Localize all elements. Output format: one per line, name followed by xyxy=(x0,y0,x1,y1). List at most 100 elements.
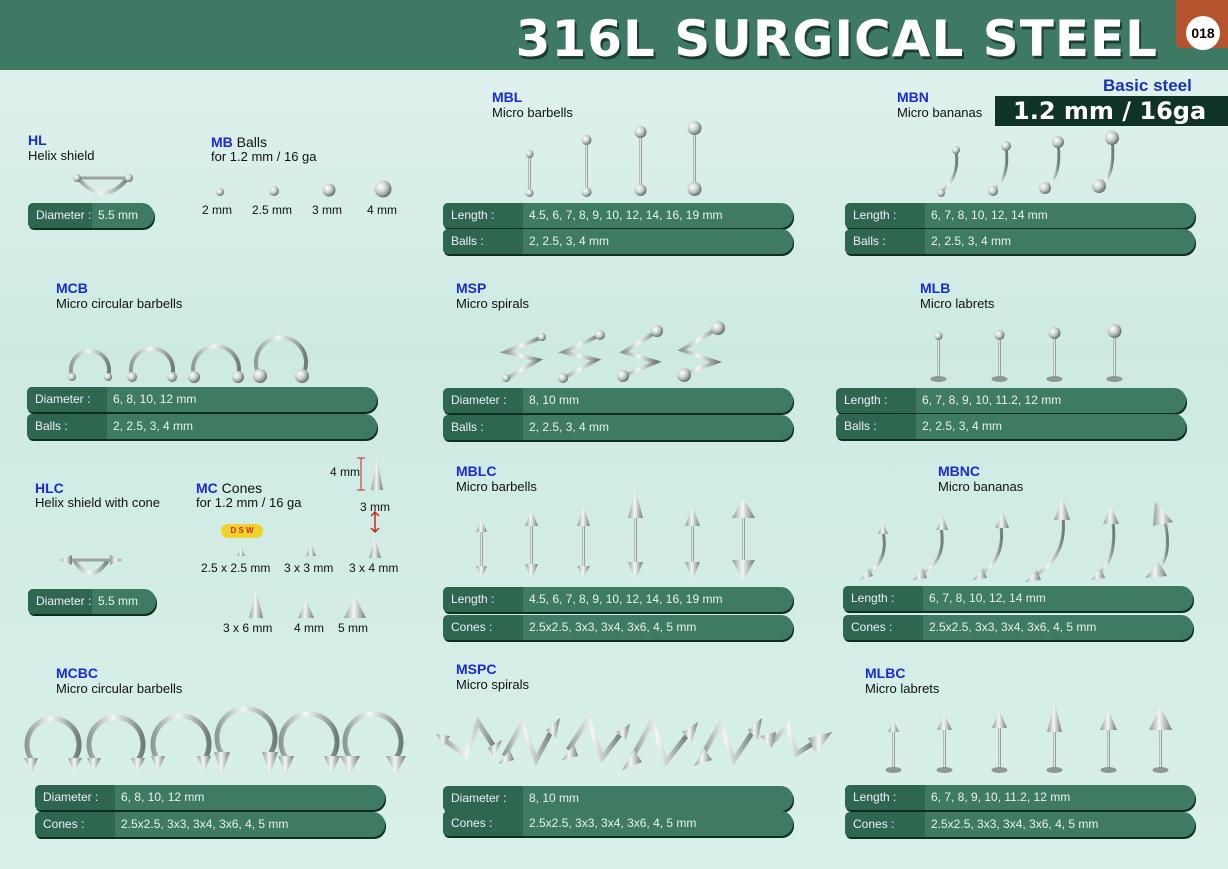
mlbc-length-bar: Length : 6, 7, 8, 9, 10, 11.2, 12 mm xyxy=(845,785,1195,810)
bar-label: Diameter : xyxy=(28,203,92,228)
bar-value: 5.5 mm xyxy=(98,594,139,608)
mc-code-suffix: Cones xyxy=(221,480,263,496)
mb-size-4: 4 mm xyxy=(367,203,397,217)
helix-shield-cone-image xyxy=(60,555,122,575)
page-title: 316L SURGICAL STEEL xyxy=(515,10,1158,68)
balls-image xyxy=(216,180,392,198)
mblc-cones-bar: Cones :2.5x2.5, 3x3, 3x4, 3x6, 4, 5 mm xyxy=(443,615,793,640)
mlb-code: MLB xyxy=(920,280,951,296)
bar-label: Balls : xyxy=(836,414,916,439)
bar-value: 6, 7, 8, 9, 10, 11.2, 12 mm xyxy=(922,393,1062,407)
mbnc-cones-bar: Cones : 2.5x2.5, 3x3, 3x4, 3x6, 4, 5 mm xyxy=(843,615,1193,640)
mblc-code: MBLC xyxy=(456,463,497,479)
bar-value: 2, 2.5, 3, 4 mm xyxy=(931,234,1012,248)
mb-size-2: 2.5 mm xyxy=(252,203,293,217)
bar-label: Diameter : xyxy=(443,786,523,811)
bar-value: 2.5x2.5, 3x3, 3x4, 3x6, 4, 5 mm xyxy=(529,620,697,634)
mbnc-desc: Micro bananas xyxy=(938,479,1024,494)
mb-desc: for 1.2 mm / 16 ga xyxy=(211,149,317,164)
mc-dim-base: 3 mm xyxy=(360,500,390,514)
mbn-code: MBN xyxy=(897,89,929,105)
micro-bananas-image xyxy=(937,131,1119,197)
micro-barbells-cones-image xyxy=(476,490,755,580)
mblc-desc: Micro barbells xyxy=(456,479,537,494)
mblc-length-bar: Length :4.5, 6, 7, 8, 9, 10, 12, 14, 16,… xyxy=(443,587,793,612)
micro-bananas-cones-image xyxy=(860,498,1173,582)
mc-size-4: 3 x 6 mm xyxy=(223,621,273,635)
bar-value: 2, 2.5, 3, 4 mm xyxy=(529,420,610,434)
bar-value: 6, 7, 8, 10, 12, 14 mm xyxy=(929,591,1046,605)
bar-value: 2, 2.5, 3, 4 mm xyxy=(529,234,610,248)
mc-size-6: 5 mm xyxy=(338,621,368,635)
bar-label: Length : xyxy=(845,203,925,228)
gauge-banner: 1.2 mm / 16ga xyxy=(995,96,1228,126)
mcbc-desc: Micro circular barbells xyxy=(56,681,183,696)
bar-value: 6, 7, 8, 10, 12, 14 mm xyxy=(931,208,1048,222)
mb-code-suffix: Balls xyxy=(236,134,268,150)
mbl-desc: Micro barbells xyxy=(492,105,573,120)
hl-code: HL xyxy=(28,132,47,148)
mcbc-code: MCBC xyxy=(56,665,98,681)
bar-value: 2.5x2.5, 3x3, 3x4, 3x6, 4, 5 mm xyxy=(121,817,289,831)
dsw-stamp-logo: D S W xyxy=(221,524,263,538)
bar-value: 6, 7, 8, 9, 10, 11.2, 12 mm xyxy=(931,790,1071,804)
bar-label: Diameter : xyxy=(443,388,523,413)
bar-label: Cones : xyxy=(443,811,523,836)
mc-dim-height: 4 mm xyxy=(330,465,360,479)
mb-code-text: MB xyxy=(211,134,233,150)
bar-label: Diameter : xyxy=(35,785,115,810)
mc-size-1: 2.5 x 2.5 mm xyxy=(201,561,271,575)
mcbc-diameter-bar: Diameter : 6, 8, 10, 12 mm xyxy=(35,785,385,810)
bar-label: Diameter : xyxy=(28,589,92,614)
hlc-diameter-bar: Diameter : 5.5 mm xyxy=(28,589,156,614)
mbl-length-bar: Length : 4.5, 6, 7, 8, 9, 10, 12, 14, 16,… xyxy=(443,203,793,228)
mlb-balls-bar: Balls :2, 2.5, 3, 4 mm xyxy=(836,414,1186,439)
bar-value: 2.5x2.5, 3x3, 3x4, 3x6, 4, 5 mm xyxy=(529,816,697,830)
mc-size-5: 4 mm xyxy=(294,621,324,635)
micro-labrets-cones-image xyxy=(885,702,1172,773)
bar-value: 4.5, 6, 7, 8, 9, 10, 12, 14, 16, 19 mm xyxy=(529,208,723,222)
bar-value: 8, 10 mm xyxy=(529,393,580,407)
mbl-code: MBL xyxy=(492,89,523,105)
mlb-length-bar: Length : 6, 7, 8, 9, 10, 11.2, 12 mm xyxy=(836,388,1186,413)
bar-label: Length : xyxy=(443,587,523,612)
mc-code: MC Cones xyxy=(196,480,262,496)
mcb-code: MCB xyxy=(56,280,88,296)
bar-label: Cones : xyxy=(843,615,923,640)
bar-label: Length : xyxy=(836,388,916,413)
hl-desc: Helix shield xyxy=(28,148,95,163)
bar-label: Length : xyxy=(843,586,923,611)
bar-value: 2.5x2.5, 3x3, 3x4, 3x6, 4, 5 mm xyxy=(929,620,1097,634)
bar-value: 2.5x2.5, 3x3, 3x4, 3x6, 4, 5 mm xyxy=(931,817,1099,831)
bar-value: 2, 2.5, 3, 4 mm xyxy=(113,419,194,433)
mcbc-cones-bar: Cones :2.5x2.5, 3x3, 3x4, 3x6, 4, 5 mm xyxy=(35,812,385,837)
bar-label: Balls : xyxy=(845,229,925,254)
mspc-code: MSPC xyxy=(456,661,497,677)
mbn-length-bar: Length : 6, 7, 8, 10, 12, 14 mm xyxy=(845,203,1195,228)
msp-balls-bar: Balls :2, 2.5, 3, 4 mm xyxy=(443,415,793,440)
mbl-balls-bar: Balls :2, 2.5, 3, 4 mm xyxy=(443,229,793,254)
mc-desc: for 1.2 mm / 16 ga xyxy=(196,495,302,510)
micro-spirals-cones-image xyxy=(436,714,832,770)
bar-value: 6, 8, 10, 12 mm xyxy=(113,392,197,406)
mb-size-3: 3 mm xyxy=(312,203,342,217)
mb-code: MB Balls xyxy=(211,134,267,150)
mcb-balls-bar: Balls :2, 2.5, 3, 4 mm xyxy=(27,414,377,439)
mlbc-code: MLBC xyxy=(865,665,906,681)
mbn-balls-bar: Balls : 2, 2.5, 3, 4 mm xyxy=(845,229,1195,254)
mlb-desc: Micro labrets xyxy=(920,296,995,311)
bar-label: Length : xyxy=(443,203,523,228)
micro-circular-barbells-cones-image xyxy=(24,706,406,774)
basic-steel-label: Basic steel xyxy=(1103,76,1192,95)
cone-dimension-diagram xyxy=(357,457,383,558)
bar-value: 6, 8, 10, 12 mm xyxy=(121,790,205,804)
mc-size-3: 3 x 4 mm xyxy=(349,561,399,575)
helix-shield-image xyxy=(73,174,133,195)
mbnc-length-bar: Length : 6, 7, 8, 10, 12, 14 mm xyxy=(843,586,1193,611)
msp-diameter-bar: Diameter : 8, 10 mm xyxy=(443,388,793,413)
mspc-cones-bar: Cones : 2.5x2.5, 3x3, 3x4, 3x6, 4, 5 mm xyxy=(443,811,793,836)
mbnc-code: MBNC xyxy=(938,463,980,479)
bar-label: Length : xyxy=(845,785,925,810)
cones-row2-image xyxy=(249,590,366,618)
msp-desc: Micro spirals xyxy=(456,296,529,311)
